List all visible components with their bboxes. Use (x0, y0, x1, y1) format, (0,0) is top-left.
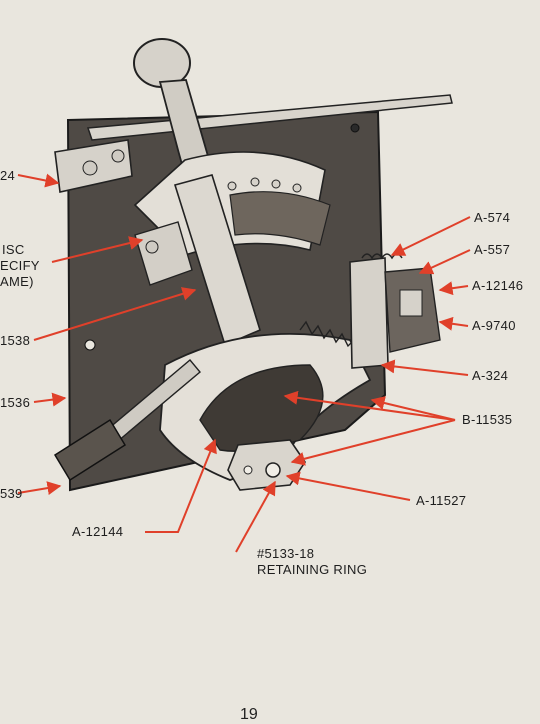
lower-block (53, 418, 127, 482)
label-a12144: A-12144 (72, 524, 124, 539)
leader-lines (17, 173, 471, 553)
leader-a9740 (438, 316, 469, 331)
leader-a574 (390, 216, 471, 256)
label-a574: A-574 (474, 210, 511, 225)
leader-retaining-ring (235, 480, 276, 553)
label-left-1536: 1536 (0, 395, 31, 410)
leader-left-1538 (33, 287, 197, 341)
solenoid-terminal (399, 289, 423, 317)
leader-b11535-b (370, 396, 456, 421)
hub-pin-small (243, 465, 253, 475)
leader-left-24 (17, 173, 60, 188)
bracket-screw-2 (111, 149, 125, 163)
label-left-isc: ISC (2, 242, 25, 257)
leader-a324 (380, 359, 469, 376)
leader-b11535-c (290, 419, 456, 466)
leader-b11535-a (283, 390, 456, 421)
label-a557: A-557 (474, 242, 511, 257)
leader-a557 (418, 249, 471, 275)
label-retaining-ring-text: RETAINING RING (257, 562, 368, 577)
contact-terminals (227, 177, 302, 193)
contact-strip (229, 191, 331, 246)
leader-left-isc (51, 236, 144, 263)
leader-a11527 (285, 471, 411, 501)
hub-pin (265, 462, 281, 478)
plate-screw (350, 123, 360, 133)
label-left-ecify: ECIFY (0, 258, 40, 273)
label-a12146: A-12146 (472, 278, 524, 293)
label-left-1538: 1538 (0, 333, 31, 348)
label-a324: A-324 (472, 368, 509, 383)
label-b11535: B-11535 (462, 412, 513, 427)
leader-a12144 (145, 438, 217, 533)
hub-link (227, 439, 306, 491)
label-left-24: 24 (0, 168, 16, 183)
label-a11527: A-11527 (416, 493, 467, 508)
label-a9740: A-9740 (472, 318, 516, 333)
solenoid-frame (349, 257, 389, 369)
bracket-screw (82, 160, 98, 176)
leader-left-1536 (33, 392, 67, 407)
label-left-539: 539 (0, 486, 23, 501)
spring-clip (134, 221, 193, 286)
label-retaining-ring-number: #5133-18 (257, 546, 315, 561)
clip-screw (145, 240, 159, 254)
lever-arm (173, 174, 261, 347)
leader-left-539 (17, 481, 62, 495)
page-number: 19 (240, 706, 258, 723)
label-left-ame: AME) (0, 274, 34, 289)
plate-hole (84, 339, 96, 351)
leader-a12146 (438, 281, 469, 296)
